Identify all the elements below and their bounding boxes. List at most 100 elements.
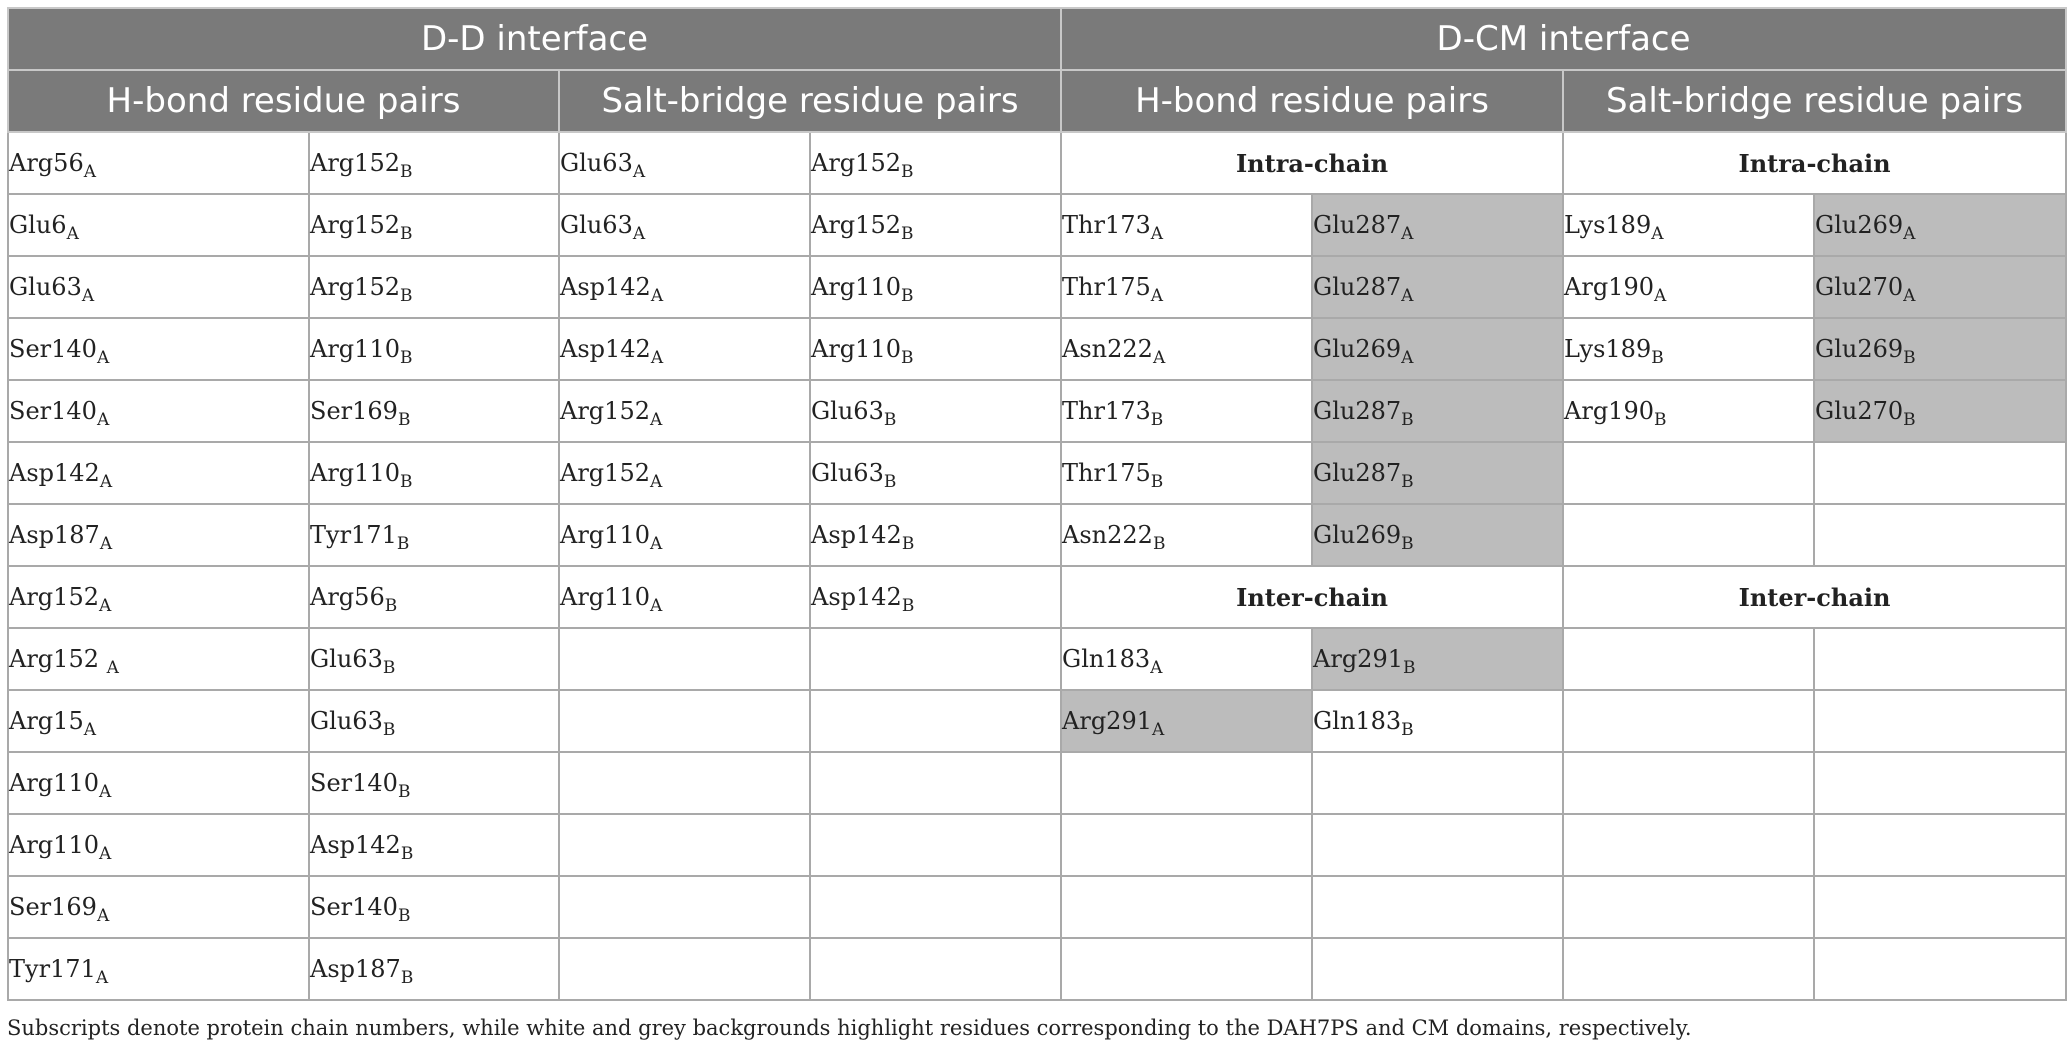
residue-name: Asp142 bbox=[310, 831, 401, 859]
residue-name: Glu63 bbox=[560, 211, 633, 239]
residue-name: Arg110 bbox=[811, 273, 901, 301]
chain-subscript: A bbox=[95, 968, 109, 988]
chain-subscript: A bbox=[99, 472, 113, 492]
residue-name: Glu287 bbox=[1313, 397, 1402, 425]
chain-subscript: A bbox=[66, 224, 79, 244]
residue-name: Ser140 bbox=[310, 893, 398, 921]
dd-salt-residue-b: Arg110B bbox=[808, 317, 1063, 381]
chain-subscript: A bbox=[83, 720, 96, 740]
dd-salt-residue-b: Glu63B bbox=[808, 379, 1063, 443]
dcm-hbond-residue-a: Gln183A bbox=[1060, 627, 1314, 691]
dcm-hbond-residue-b: Gln183B bbox=[1311, 689, 1565, 753]
chain-subscript: A bbox=[98, 782, 112, 802]
dd-hbond-residue-a: Arg110A bbox=[7, 813, 310, 877]
dd-hbond-residue-a: Arg110A bbox=[7, 751, 310, 815]
chain-subscript: B bbox=[1150, 472, 1164, 492]
residue-name: Thr173 bbox=[1062, 397, 1151, 425]
chain-subscript: B bbox=[900, 224, 914, 244]
chain-subscript: A bbox=[96, 410, 110, 430]
residue-name: Ser169 bbox=[9, 893, 97, 921]
dd-hbond-residue-a: Ser169A bbox=[7, 875, 310, 939]
dd-salt-residue-b: Arg110B bbox=[808, 255, 1063, 319]
dd-salt-residue-a: Arg152A bbox=[558, 441, 811, 505]
residue-name: Arg190 bbox=[1564, 397, 1654, 425]
dcm-hbond-residue-a bbox=[1060, 813, 1314, 877]
dcm-hbond-residue-b: Glu287B bbox=[1311, 441, 1565, 505]
dd-salt-residue-a bbox=[558, 813, 811, 877]
residue-name: Glu63 bbox=[310, 645, 383, 673]
residue-name: Glu63 bbox=[310, 707, 383, 735]
dcm-salt-residue-a: Arg190A bbox=[1562, 255, 1816, 319]
dd-salt-residue-a: Arg110A bbox=[558, 565, 811, 629]
dd-salt-residue-a: Asp142A bbox=[558, 255, 811, 319]
dcm-salt-residue-a: Lys189B bbox=[1562, 317, 1816, 381]
chain-subscript: B bbox=[400, 844, 414, 864]
residue-name: Arg152 bbox=[9, 645, 107, 673]
residue-name: Arg152 bbox=[310, 149, 400, 177]
residue-name: Arg152 bbox=[811, 211, 901, 239]
residue-name: Arg56 bbox=[310, 583, 385, 611]
chain-subscript: B bbox=[384, 596, 398, 616]
chain-subscript: B bbox=[397, 782, 411, 802]
dcm-hbond-inter-chain-label: Inter-chain bbox=[1060, 565, 1565, 629]
residue-name: Asp187 bbox=[9, 521, 100, 549]
chain-subscript: B bbox=[1401, 720, 1414, 740]
dcm-salt-residue-a bbox=[1562, 875, 1816, 939]
dcm-salt-residue-b bbox=[1813, 875, 2068, 939]
residue-name: Arg291 bbox=[1062, 707, 1152, 735]
residue-name: Arg110 bbox=[310, 459, 400, 487]
dcm-hbond-residue-a: Thr173A bbox=[1060, 193, 1314, 257]
chain-subscript: B bbox=[1401, 410, 1414, 430]
dcm-salt-residue-b bbox=[1813, 689, 2068, 753]
chain-subscript: B bbox=[1403, 658, 1416, 678]
residue-name: Gln183 bbox=[1062, 645, 1151, 673]
residue-name: Glu287 bbox=[1313, 459, 1402, 487]
dd-hbond-residue-a: Ser140A bbox=[7, 379, 310, 443]
dd-salt-residue-b bbox=[808, 689, 1063, 753]
residue-name: Arg152 bbox=[811, 149, 901, 177]
residue-name: Arg15 bbox=[9, 707, 84, 735]
chain-subscript: B bbox=[901, 596, 915, 616]
dcm-salt-residue-a bbox=[1562, 503, 1816, 567]
dcm-hbond-residue-b: Glu287B bbox=[1311, 379, 1565, 443]
chain-subscript: B bbox=[399, 472, 413, 492]
chain-subscript: A bbox=[1401, 224, 1414, 244]
chain-subscript: B bbox=[399, 286, 413, 306]
dcm-hbond-residue-a bbox=[1060, 875, 1314, 939]
chain-subscript: B bbox=[901, 534, 915, 554]
residue-name: Asp142 bbox=[811, 521, 902, 549]
subgroup-header-row: H-bond residue pairs Salt-bridge residue… bbox=[7, 69, 2068, 133]
chain-subscript: B bbox=[900, 286, 914, 306]
dd-salt-residue-a: Asp142A bbox=[558, 317, 811, 381]
dcm-hbond-residue-a: Asn222A bbox=[1060, 317, 1314, 381]
chain-subscript: B bbox=[1401, 472, 1414, 492]
dcm-salt-residue-b bbox=[1813, 503, 2068, 567]
chain-subscript: A bbox=[632, 224, 646, 244]
dd-hbond-residue-b: Arg152B bbox=[308, 131, 560, 195]
chain-subscript: A bbox=[96, 906, 110, 926]
residue-name: Arg152 bbox=[9, 583, 99, 611]
dd-salt-residue-a bbox=[558, 751, 811, 815]
residue-name: Arg110 bbox=[811, 335, 901, 363]
residue-name: Tyr171 bbox=[310, 521, 397, 549]
residue-name: Glu269 bbox=[1313, 335, 1402, 363]
dcm-hbond-residue-a: Thr175B bbox=[1060, 441, 1314, 505]
residue-name: Asn222 bbox=[1062, 335, 1153, 363]
dcm-hbond-residue-b: Glu287A bbox=[1311, 193, 1565, 257]
residue-name: Arg110 bbox=[310, 335, 400, 363]
dd-salt-residue-b bbox=[808, 937, 1063, 1001]
chain-subscript: A bbox=[649, 410, 663, 430]
dd-salt-residue-a bbox=[558, 875, 811, 939]
dd-hbond-residue-b: Glu63B bbox=[308, 689, 560, 753]
chain-subscript: A bbox=[81, 286, 95, 306]
